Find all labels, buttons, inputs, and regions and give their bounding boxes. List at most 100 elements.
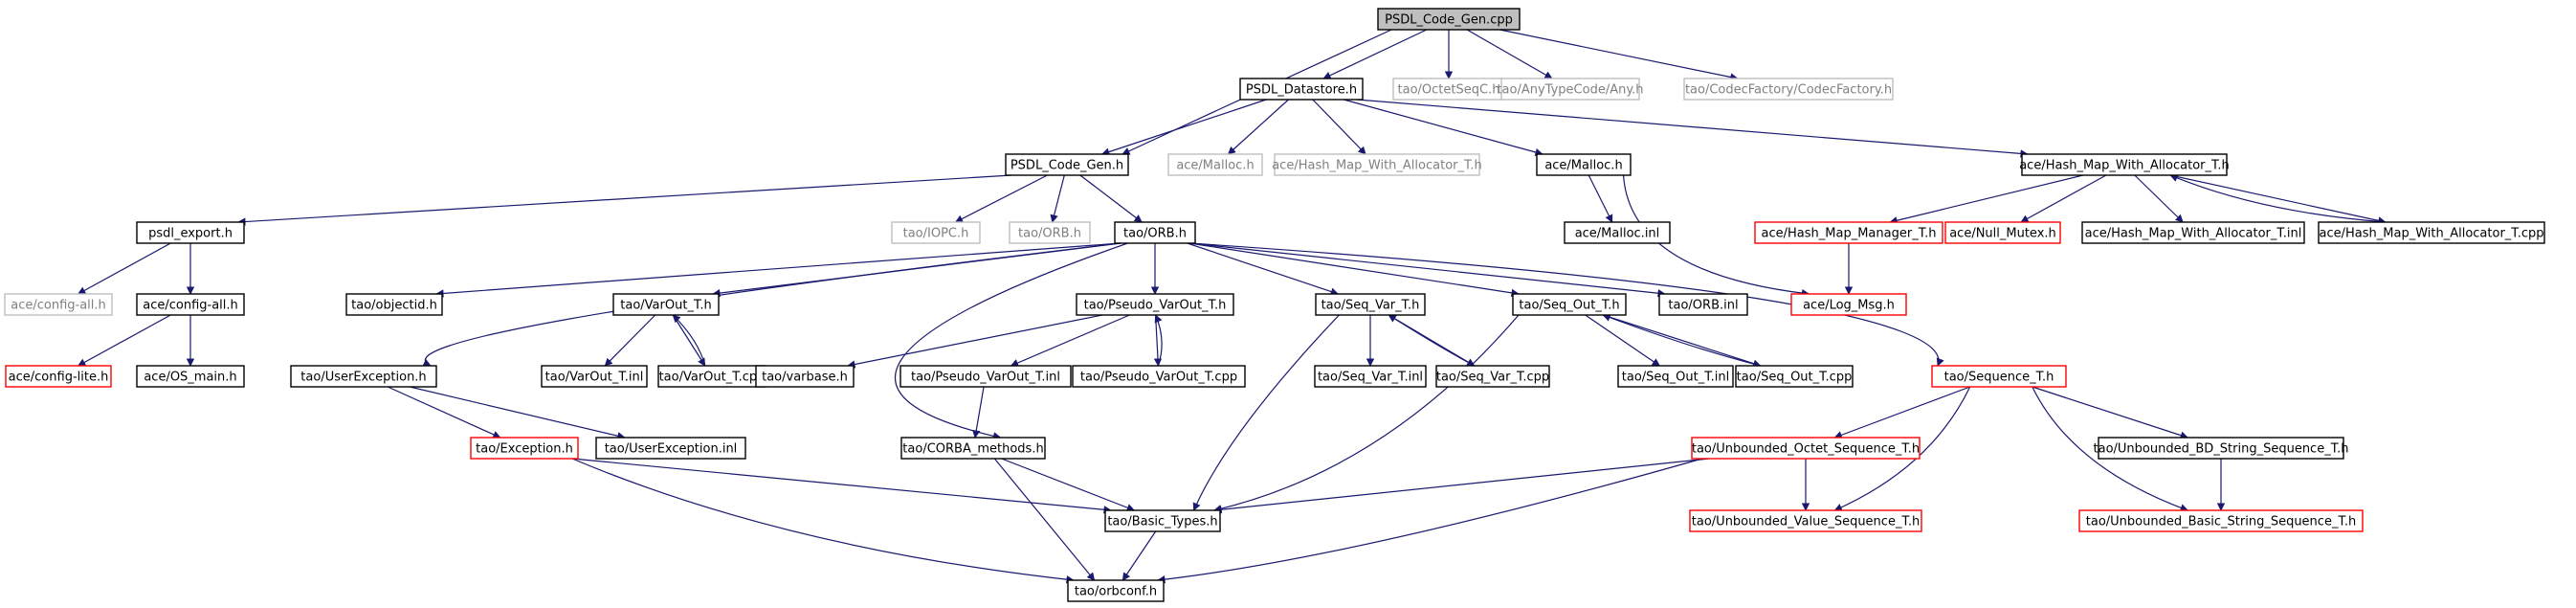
- edge-tao-orb-h-to-tao-corba-methods-h: [895, 242, 1128, 440]
- node-tao-pseudo-varout-t-inl[interactable]: tao/Pseudo_VarOut_T.inl: [899, 365, 1072, 388]
- node-box: [1239, 78, 1364, 101]
- node-tao-unbounded-bd-string-seq-h[interactable]: tao/Unbounded_BD_String_Sequence_T.h: [2094, 437, 2349, 460]
- node-tao-corba-methods-h[interactable]: tao/CORBA_methods.h: [900, 437, 1046, 460]
- node-tao-unbounded-basic-string-seq-h[interactable]: tao/Unbounded_Basic_String_Sequence_T.h: [2078, 509, 2364, 532]
- edge-psdl-datastore-h-to-ace-hash-map-alloc-h-ext: [1312, 99, 1366, 155]
- node-tao-pseudo-varout-t-cpp[interactable]: tao/Pseudo_VarOut_T.cpp: [1072, 365, 1246, 388]
- node-box: [755, 365, 855, 388]
- node-tao-orb-h[interactable]: tao/ORB.h: [1114, 221, 1196, 244]
- node-box: [136, 365, 245, 388]
- node-tao-unbounded-octet-seq-h[interactable]: tao/Unbounded_Octet_Sequence_T.h: [1691, 437, 1921, 460]
- node-tao-seq-out-t-h[interactable]: tao/Seq_Out_T.h: [1512, 293, 1627, 316]
- node-box: [1377, 8, 1521, 31]
- node-box: [1067, 579, 1165, 602]
- node-label: ace/Hash_Map_With_Allocator_T.cpp: [2320, 227, 2544, 241]
- node-box: [470, 437, 579, 460]
- node-tao-pseudo-varout-t-h[interactable]: tao/Pseudo_VarOut_T.h: [1076, 293, 1234, 316]
- node-tao-varout-t-inl[interactable]: tao/VarOut_T.inl: [541, 365, 648, 388]
- node-tao-iiopc-h: tao/IOPC.h: [891, 221, 981, 244]
- node-box: [612, 293, 720, 316]
- node-ace-config-all-h[interactable]: ace/config-all.h: [136, 293, 245, 316]
- node-label: tao/ORB.h: [1123, 227, 1187, 241]
- edge-tao-orb-h-to-tao-userexception-h: [422, 242, 1121, 367]
- edge-tao-corba-methods-h-to-tao-basic-types-h: [1001, 458, 1136, 512]
- node-tao-sequence-t-h[interactable]: tao/Sequence_T.h: [1931, 365, 2067, 388]
- node-ace-hash-map-manager-t-h[interactable]: ace/Hash_Map_Manager_T.h: [1754, 221, 1943, 244]
- node-box: [1274, 153, 1480, 176]
- node-ace-config-lite-h[interactable]: ace/config-lite.h: [5, 365, 112, 388]
- node-tao-userexception-h[interactable]: tao/UserException.h: [290, 365, 437, 388]
- node-box: [891, 221, 981, 244]
- node-ace-log-msg-h[interactable]: ace/Log_Msg.h: [1790, 293, 1907, 316]
- node-box: [2078, 509, 2364, 532]
- edge-tao-seq-out-t-h-to-tao-basic-types-h: [1213, 314, 1520, 513]
- edge-psdl-code-gen-h-to-tao-iiopc-h: [954, 174, 1048, 223]
- node-box: [1114, 221, 1196, 244]
- node-ace-os-main-h[interactable]: ace/OS_main.h: [136, 365, 245, 388]
- node-label: tao/varbase.h: [762, 371, 848, 385]
- node-label: tao/Unbounded_Value_Sequence_T.h: [1692, 515, 1920, 529]
- node-ace-malloc-h[interactable]: ace/Malloc.h: [1536, 153, 1632, 176]
- node-label: tao/Unbounded_BD_String_Sequence_T.h: [2094, 442, 2349, 457]
- node-label: tao/Sequence_T.h: [1944, 371, 2054, 385]
- node-label: tao/Seq_Var_T.cpp: [1436, 371, 1549, 385]
- node-box: [1104, 509, 1221, 532]
- node-label: tao/VarOut_T.inl: [545, 371, 644, 385]
- node-label: ace/Malloc.h: [1544, 159, 1622, 173]
- node-tao-seq-var-t-cpp[interactable]: tao/Seq_Var_T.cpp: [1435, 365, 1550, 388]
- node-ace-null-mutex-h[interactable]: ace/Null_Mutex.h: [1944, 221, 2061, 244]
- edge-psdl-code-gen-h-to-tao-orb-h-ext: [1050, 174, 1065, 223]
- node-label: tao/Unbounded_Octet_Sequence_T.h: [1692, 442, 1920, 457]
- node-box: [1689, 509, 1922, 532]
- node-box: [1658, 293, 1748, 316]
- node-tao-unbounded-value-seq-h[interactable]: tao/Unbounded_Value_Sequence_T.h: [1689, 509, 1922, 532]
- node-tao-varout-t-h[interactable]: tao/VarOut_T.h: [612, 293, 720, 316]
- edge-tao-seq-var-t-h-to-tao-basic-types-h: [1192, 314, 1340, 511]
- edges: [77, 29, 2387, 584]
- node-ace-malloc-h-ext: ace/Malloc.h: [1167, 153, 1263, 176]
- edge-tao-pseudo-varout-t-h-to-tao-pseudo-varout-t-inl: [1010, 314, 1130, 367]
- node-label: ace/Malloc.h: [1176, 159, 1254, 173]
- node-box: [1005, 153, 1129, 176]
- node-tao-objectid-h[interactable]: tao/objectid.h: [345, 293, 443, 316]
- node-tao-varout-t-cpp[interactable]: tao/VarOut_T.cpp: [657, 365, 766, 388]
- node-tao-seq-var-t-h[interactable]: tao/Seq_Var_T.h: [1315, 293, 1426, 316]
- edge-ace-hash-map-alloc-h-to-ace-hash-map-alloc-inl: [2134, 174, 2184, 223]
- edge-tao-orb-h-to-tao-sequence-t-h: [1188, 242, 1944, 367]
- node-label: tao/Pseudo_VarOut_T.h: [1084, 299, 1227, 313]
- edge-psdl-export-h-to-ace-config-all-h-ext: [77, 242, 171, 295]
- node-tao-seq-out-t-cpp[interactable]: tao/Seq_Out_T.cpp: [1735, 365, 1854, 388]
- node-ace-hash-map-alloc-cpp[interactable]: ace/Hash_Map_With_Allocator_T.cpp: [2318, 221, 2545, 244]
- node-tao-exception-h[interactable]: tao/Exception.h: [470, 437, 579, 460]
- node-psdl-datastore-h[interactable]: PSDL_Datastore.h: [1239, 78, 1364, 101]
- node-tao-seq-var-t-inl[interactable]: tao/Seq_Var_T.inl: [1314, 365, 1427, 388]
- edge-tao-seq-out-t-h-to-tao-seq-out-t-cpp: [1603, 314, 1762, 368]
- node-tao-seq-out-t-inl[interactable]: tao/Seq_Out_T.inl: [1617, 365, 1734, 388]
- node-psdl-export-h[interactable]: psdl_export.h: [136, 221, 245, 244]
- node-box: [1167, 153, 1263, 176]
- node-box: [1315, 293, 1426, 316]
- node-ace-malloc-inl[interactable]: ace/Malloc.inl: [1564, 221, 1671, 244]
- node-psdl-code-gen-h[interactable]: PSDL_Code_Gen.h: [1005, 153, 1129, 176]
- edge-tao-userexception-h-to-tao-userexception-inl: [410, 386, 626, 440]
- node-box: [2318, 221, 2545, 244]
- edge-ace-malloc-h-to-ace-malloc-inl: [1588, 174, 1613, 223]
- node-ace-hash-map-alloc-h[interactable]: ace/Hash_Map_With_Allocator_T.h: [2019, 153, 2230, 176]
- edge-tao-orb-h-to-tao-orb-inl: [1188, 242, 1666, 298]
- edge-tao-exception-h-to-tao-orbconf-h: [571, 458, 1075, 584]
- node-label: tao/Seq_Out_T.inl: [1622, 371, 1729, 385]
- node-tao-orbconf-h[interactable]: tao/orbconf.h: [1067, 579, 1165, 602]
- node-label: tao/Seq_Out_T.h: [1519, 299, 1619, 313]
- node-label: tao/Seq_Var_T.inl: [1318, 371, 1423, 385]
- node-tao-basic-types-h[interactable]: tao/Basic_Types.h: [1104, 509, 1221, 532]
- node-root[interactable]: PSDL_Code_Gen.cpp: [1377, 8, 1521, 31]
- node-ace-hash-map-alloc-inl[interactable]: ace/Hash_Map_With_Allocator_T.inl: [2081, 221, 2305, 244]
- node-label: tao/UserException.h: [300, 371, 426, 385]
- node-tao-varbase-h[interactable]: tao/varbase.h: [755, 365, 855, 388]
- node-tao-userexception-inl[interactable]: tao/UserException.inl: [595, 437, 746, 460]
- node-box: [2098, 437, 2344, 460]
- node-box: [1314, 365, 1427, 388]
- node-tao-orb-inl[interactable]: tao/ORB.inl: [1658, 293, 1748, 316]
- edge-root-to-tao-anytypecode-any-h: [1466, 29, 1553, 79]
- node-label: ace/config-all.h: [143, 299, 238, 313]
